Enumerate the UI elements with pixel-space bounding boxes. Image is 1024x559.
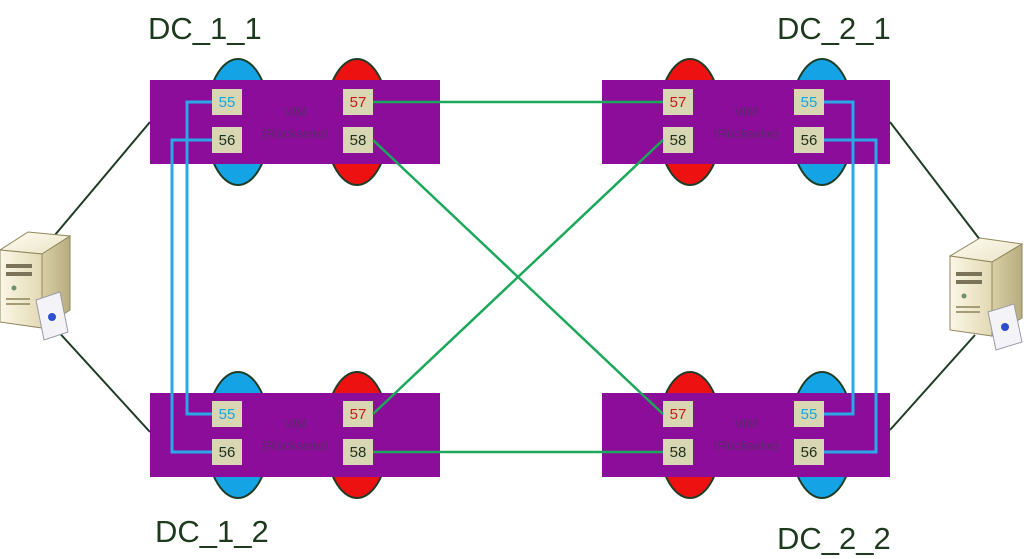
port-label: 55 bbox=[801, 406, 818, 423]
blue-links bbox=[170, 100, 878, 454]
vim-label: VIM bbox=[283, 104, 306, 119]
vim-label: VIM bbox=[734, 104, 757, 119]
port-box bbox=[343, 89, 373, 115]
port-label: 57 bbox=[350, 406, 367, 423]
port-box bbox=[212, 89, 242, 115]
server-right-link-bottom bbox=[889, 334, 976, 431]
module-dc11 bbox=[150, 80, 440, 164]
ports: 55 56 57 58 57 58 55 56 55 56 57 58 57 5… bbox=[212, 89, 824, 465]
port-box bbox=[663, 127, 693, 153]
port-label: 57 bbox=[350, 94, 367, 111]
vim-sublabel: (Rückseite) bbox=[713, 126, 779, 141]
module-dc21 bbox=[602, 80, 890, 164]
port-box bbox=[343, 401, 373, 427]
dc-label-dc12: DC_1_2 bbox=[155, 514, 269, 549]
port-label: 58 bbox=[350, 132, 367, 149]
server-left-link-top bbox=[43, 121, 151, 249]
port-label: 58 bbox=[670, 444, 687, 461]
port-box bbox=[212, 127, 242, 153]
port-box bbox=[794, 439, 824, 465]
port-box bbox=[794, 127, 824, 153]
link-right-55-55 bbox=[824, 100, 855, 416]
link-left-55-55 bbox=[185, 100, 212, 416]
port-label: 57 bbox=[670, 94, 687, 111]
port-box bbox=[212, 439, 242, 465]
vim-sublabel: (Rückseite) bbox=[713, 438, 779, 453]
vim-labels: VIM (Rückseite) VIM (Rückseite) VIM (Rüc… bbox=[262, 104, 779, 453]
vim-sublabel: (Rückseite) bbox=[262, 438, 328, 453]
server-links bbox=[43, 121, 985, 433]
dc-label-dc22: DC_2_2 bbox=[777, 521, 891, 556]
port-label: 57 bbox=[670, 406, 687, 423]
port-box bbox=[212, 401, 242, 427]
dc-label-dc21: DC_2_1 bbox=[777, 11, 891, 46]
port-box bbox=[794, 401, 824, 427]
port-box bbox=[663, 401, 693, 427]
port-label: 56 bbox=[801, 132, 818, 149]
link-57-58-cross bbox=[372, 139, 664, 415]
port-label: 58 bbox=[670, 132, 687, 149]
port-box bbox=[343, 439, 373, 465]
port-label: 56 bbox=[219, 444, 236, 461]
green-links bbox=[372, 100, 664, 454]
server-left-link-bottom bbox=[43, 315, 151, 433]
server-icon bbox=[948, 237, 1024, 351]
port-box bbox=[343, 127, 373, 153]
module-dc12 bbox=[150, 393, 440, 477]
port-label: 56 bbox=[219, 132, 236, 149]
port-label: 55 bbox=[801, 94, 818, 111]
port-box bbox=[663, 89, 693, 115]
link-right-56-56 bbox=[824, 138, 878, 454]
link-left-56-56 bbox=[170, 138, 212, 454]
port-box bbox=[794, 89, 824, 115]
dc-label-dc11: DC_1_1 bbox=[148, 11, 262, 46]
port-label: 56 bbox=[801, 444, 818, 461]
port-box bbox=[663, 439, 693, 465]
port-label: 55 bbox=[219, 94, 236, 111]
module-dc22 bbox=[602, 393, 890, 477]
dc-labels: DC_1_1 DC_2_1 DC_1_2 DC_2_2 bbox=[148, 11, 891, 556]
port-label: 58 bbox=[350, 444, 367, 461]
vim-label: VIM bbox=[734, 416, 757, 431]
modules bbox=[150, 80, 890, 477]
server-right-link-top bbox=[889, 121, 985, 246]
vim-sublabel: (Rückseite) bbox=[262, 126, 328, 141]
server-icon bbox=[0, 231, 72, 341]
vim-label: VIM bbox=[283, 416, 306, 431]
port-label: 55 bbox=[219, 406, 236, 423]
